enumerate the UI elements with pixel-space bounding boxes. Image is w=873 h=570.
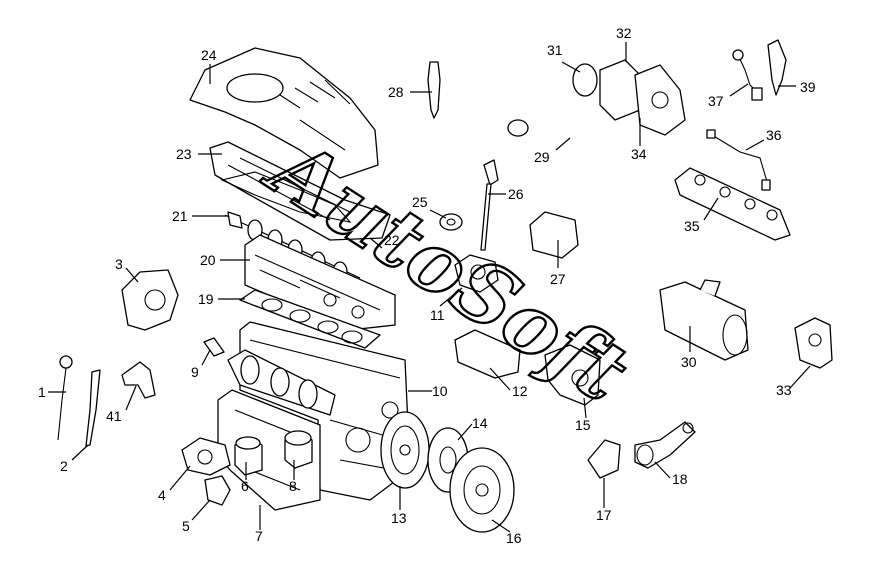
cylinder-head — [244, 234, 396, 331]
sensor-36 — [706, 129, 771, 191]
callout-27: 27 — [550, 271, 566, 287]
intake-cover — [209, 141, 391, 241]
engine-cover — [189, 47, 379, 179]
mount-18 — [634, 421, 696, 469]
fuel-rail — [674, 167, 791, 241]
callout-32: 32 — [616, 25, 632, 41]
callout-9: 9 — [191, 364, 199, 380]
callout-13: 13 — [391, 510, 407, 526]
pin-9 — [203, 337, 225, 357]
callout-33: 33 — [776, 382, 792, 398]
callout-16: 16 — [506, 530, 522, 546]
callout-22: 22 — [384, 232, 400, 248]
mount-17 — [587, 439, 621, 479]
callout-21: 21 — [172, 208, 188, 224]
callout-11: 11 — [430, 307, 445, 323]
glow-plug — [427, 61, 441, 119]
fuel-pump-assembly — [572, 59, 686, 136]
callout-17: 17 — [596, 507, 612, 523]
crankshaft — [227, 349, 336, 416]
callout-3: 3 — [115, 256, 123, 272]
callout-18: 18 — [672, 471, 688, 487]
callout-29: 29 — [534, 149, 550, 165]
callout-24: 24 — [201, 47, 217, 63]
callout-20: 20 — [200, 252, 216, 268]
callout-12: 12 — [512, 383, 528, 399]
callout-34: 34 — [631, 146, 647, 162]
callout-31: 31 — [547, 42, 563, 58]
callout-41: 41 — [106, 408, 122, 424]
engine-mounts — [234, 430, 313, 476]
head-gasket — [239, 289, 381, 349]
water-pump — [454, 254, 521, 379]
sensor-26 — [480, 159, 499, 251]
callout-36: 36 — [766, 127, 782, 143]
callout-1: 1 — [38, 384, 46, 400]
callout-28: 28 — [388, 84, 404, 100]
callout-6: 6 — [241, 478, 249, 494]
hose-29 — [507, 100, 609, 206]
callout-14: 14 — [472, 415, 488, 431]
callout-26: 26 — [508, 186, 524, 202]
injector-39 — [767, 39, 787, 96]
part-15 — [544, 344, 601, 406]
callout-30: 30 — [681, 354, 697, 370]
callout-15: 15 — [575, 417, 591, 433]
sensor-37 — [732, 49, 763, 101]
module-27 — [529, 211, 579, 259]
callout-2: 2 — [60, 458, 68, 474]
callout-35: 35 — [684, 218, 700, 234]
mount-5 — [204, 475, 231, 506]
callout-8: 8 — [289, 478, 297, 494]
callout-4: 4 — [158, 487, 166, 503]
callout-25: 25 — [412, 194, 428, 210]
callout-39: 39 — [800, 79, 816, 95]
callout-19: 19 — [198, 291, 214, 307]
callout-7: 7 — [255, 528, 263, 544]
pressure-plate — [449, 447, 515, 533]
valve-33 — [794, 317, 833, 369]
flywheel — [380, 411, 430, 489]
dipstick-tube — [85, 369, 101, 447]
cooler-30 — [659, 279, 749, 361]
callout-10: 10 — [432, 383, 448, 399]
timing-cover-3 — [121, 269, 179, 331]
callout-37: 37 — [708, 93, 724, 109]
dipstick — [57, 355, 73, 441]
leader-lines — [48, 42, 811, 533]
callout-numbers: 1 2 3 4 5 6 7 8 9 10 11 12 13 14 15 16 1… — [38, 25, 816, 546]
callout-23: 23 — [176, 146, 192, 162]
callout-5: 5 — [182, 518, 190, 534]
bracket-41 — [121, 361, 156, 399]
mount-4 — [181, 437, 231, 476]
